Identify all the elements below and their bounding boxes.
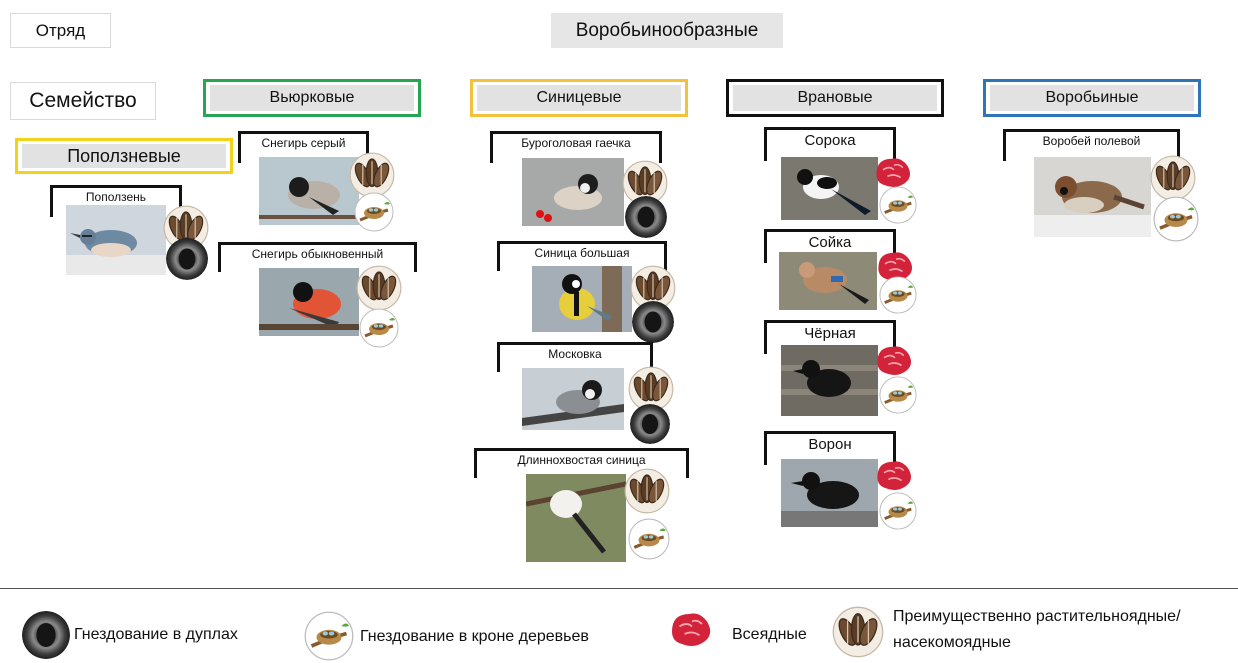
tree-nest-icon (354, 192, 394, 232)
legend-omnivore-label: Всеядные (732, 626, 807, 643)
tree-nest-icon (879, 186, 917, 224)
order-label: Отряд (10, 13, 111, 48)
photo-tree-sparrow (1034, 157, 1151, 237)
tree-hollow-icon (625, 196, 667, 238)
family-corvidae: Врановые (726, 79, 944, 117)
legend-plant-label-line2: насекомоядные (893, 634, 1011, 651)
seeds-icon (624, 468, 670, 514)
order-value: Воробьинообразные (551, 13, 783, 48)
family-paridae: Синицевые (470, 79, 688, 117)
photo-great-tit (532, 266, 632, 332)
tree-nest-icon (879, 376, 917, 414)
legend-divider (0, 588, 1238, 589)
tree-nest-icon (304, 611, 354, 661)
legend-hollow-label: Гнездование в дуплах (74, 626, 238, 643)
species-label-tree-sparrow: Воробей полевой (1003, 129, 1180, 161)
species-label-magpie: Сорока (764, 127, 896, 161)
species-label-willow-tit: Буроголовая гаечка (490, 131, 662, 163)
photo-black-crow (781, 345, 878, 416)
photo-willow-tit (522, 158, 624, 226)
photo-magpie (781, 157, 878, 220)
meat-icon (660, 604, 724, 654)
photo-bullfinch (259, 268, 359, 336)
family-label: Семейство (10, 82, 156, 120)
tree-nest-icon (359, 308, 399, 348)
tree-nest-icon (1153, 196, 1199, 242)
tree-hollow-icon (630, 404, 670, 444)
family-sitta: Поползневые (15, 138, 233, 174)
tree-hollow-icon (166, 238, 208, 280)
family-passeridae: Воробьиные (983, 79, 1201, 117)
legend-crown-label: Гнездование в кроне деревьев (360, 628, 589, 645)
seeds-icon (356, 265, 402, 311)
family-fringillidae: Вьюрковые (203, 79, 421, 117)
tree-nest-icon (628, 518, 670, 560)
photo-grey-bullfinch (259, 157, 359, 225)
tree-nest-icon (879, 492, 917, 530)
tree-hollow-icon (632, 301, 674, 343)
tree-hollow-icon (22, 611, 70, 659)
meat-icon (873, 453, 917, 497)
photo-jay (779, 252, 877, 310)
photo-long-tailed-tit (526, 474, 626, 562)
legend-plant-label-line1: Преимущественно растительноядные/ (893, 608, 1181, 625)
species-label-coal-tit: Московка (497, 342, 653, 372)
seeds-icon (1150, 155, 1196, 201)
photo-coal-tit (522, 368, 624, 430)
tree-nest-icon (879, 276, 917, 314)
photo-nuthatch (66, 205, 166, 275)
seeds-icon (832, 606, 884, 658)
photo-raven (781, 459, 878, 527)
